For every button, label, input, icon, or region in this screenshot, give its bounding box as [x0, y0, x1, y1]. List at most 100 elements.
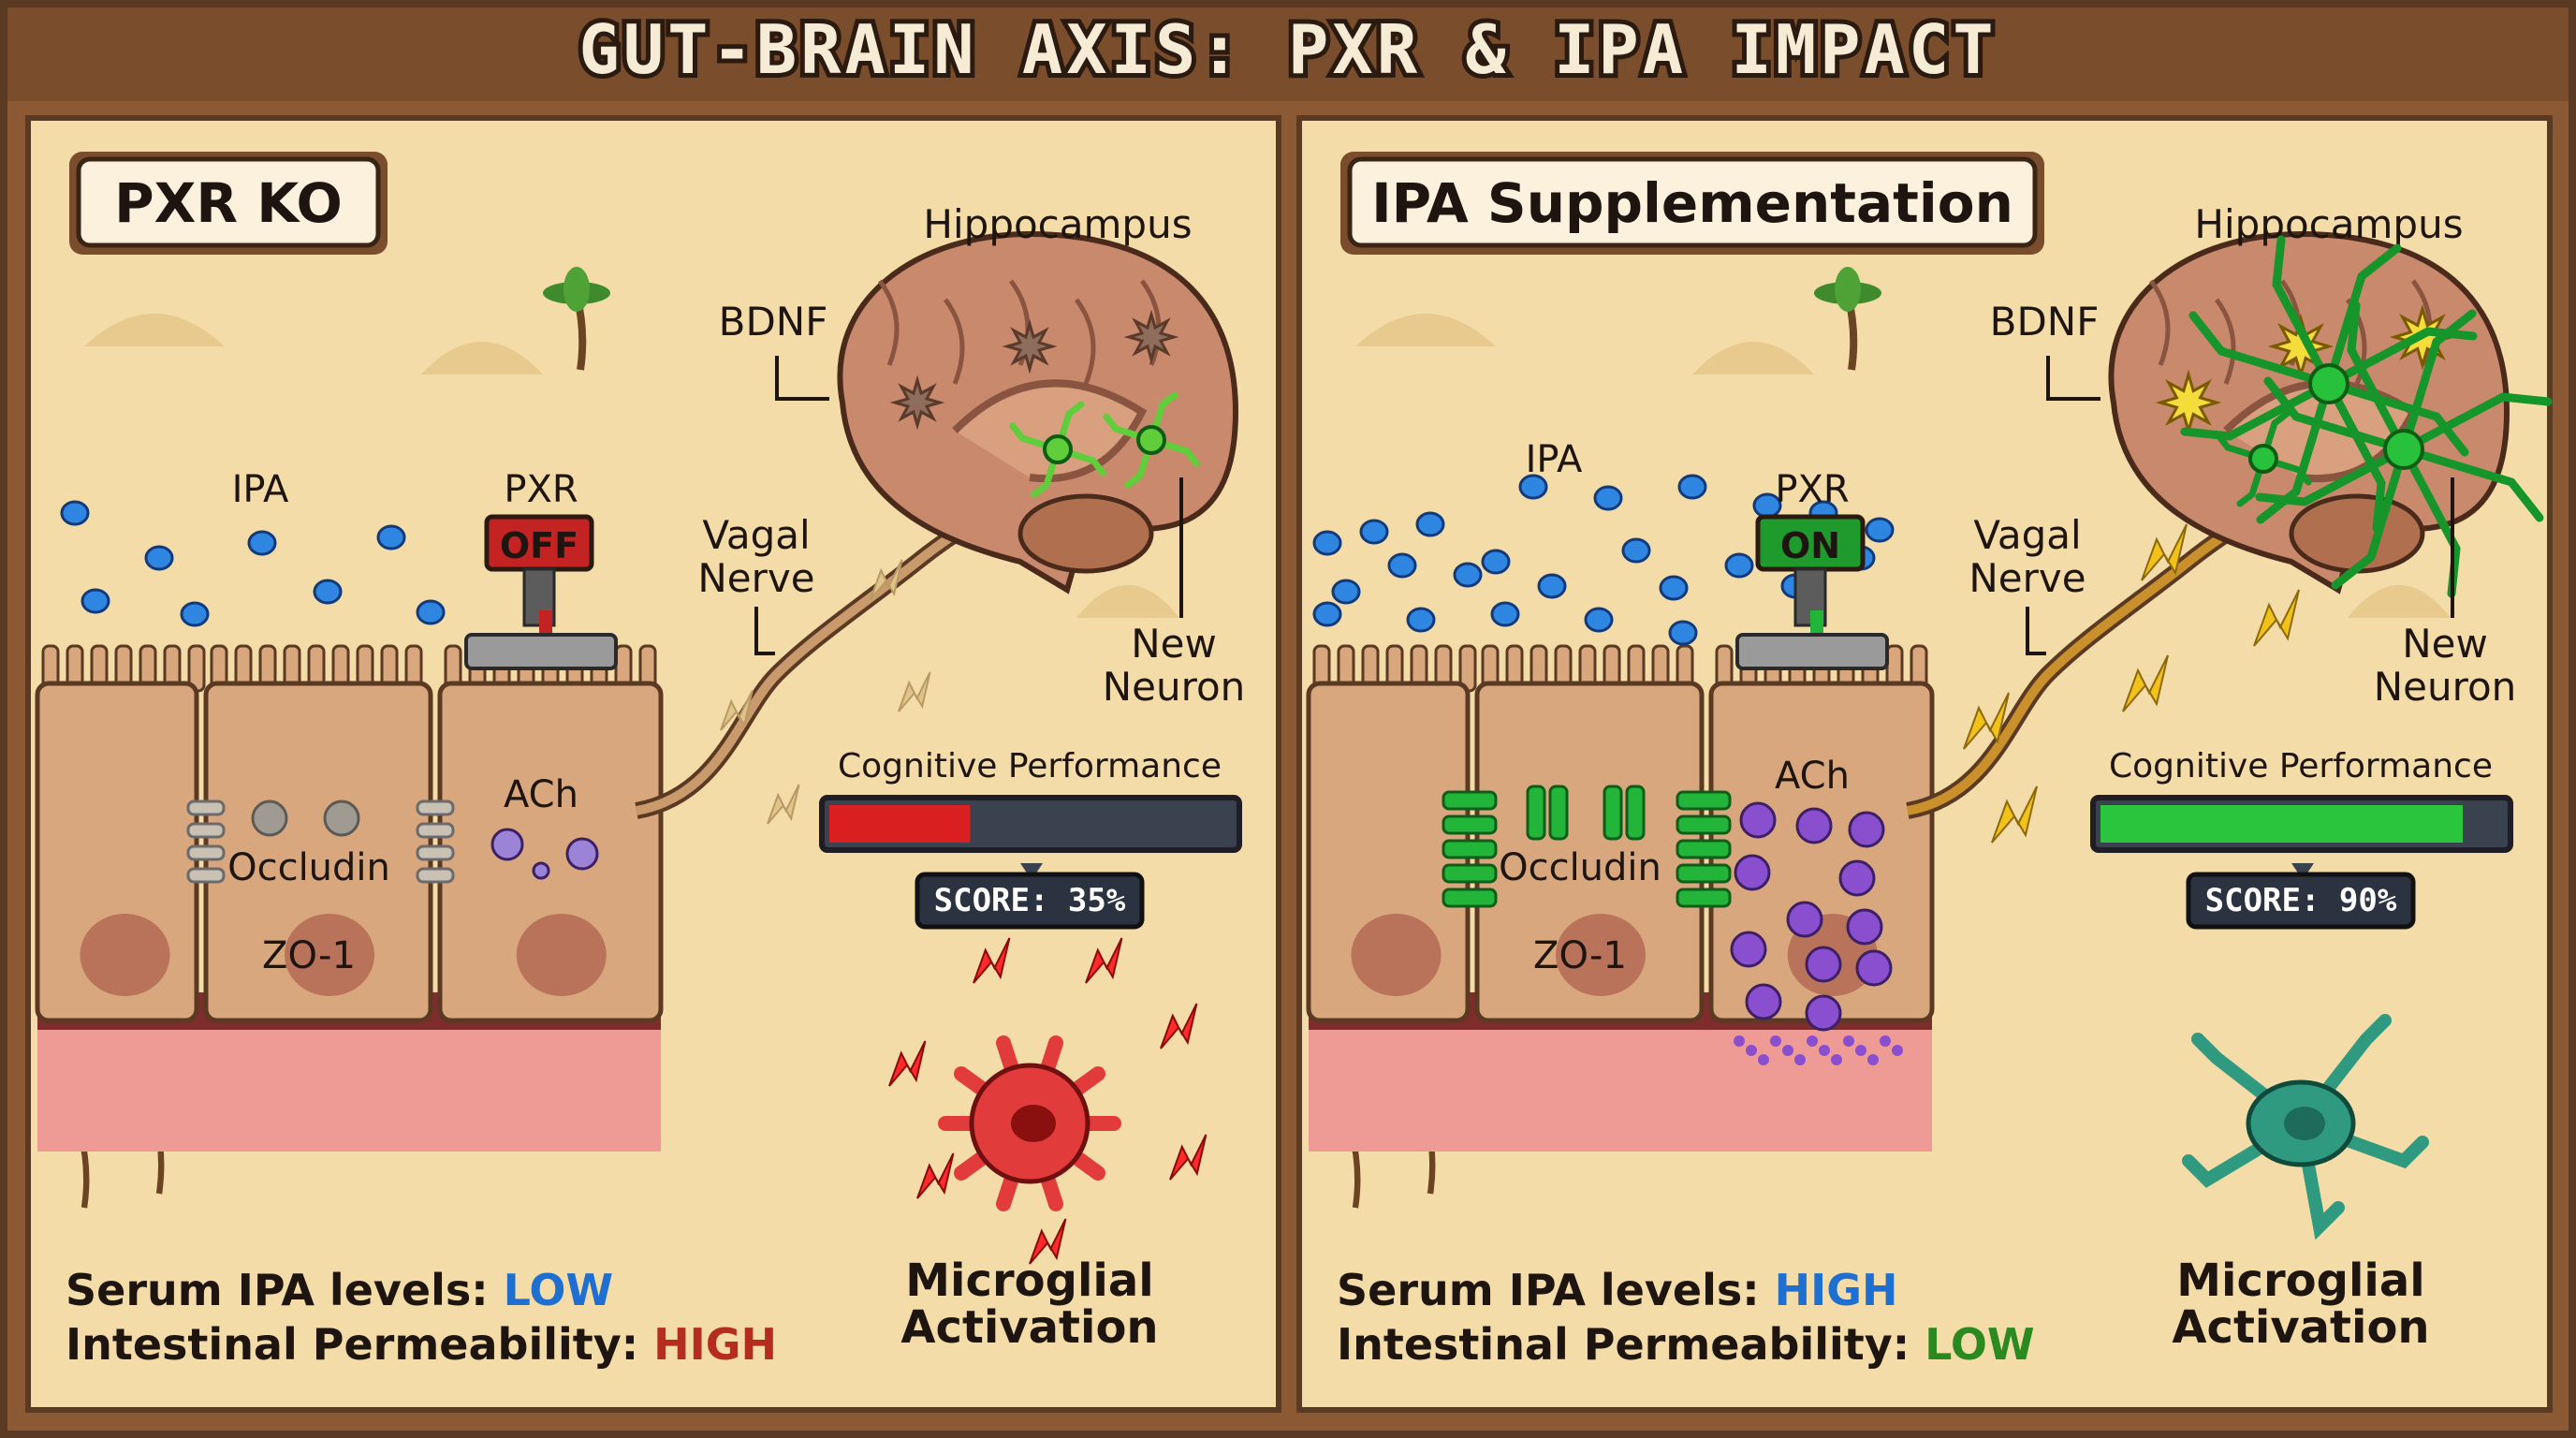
ipa-molecule [1668, 620, 1698, 646]
cell-nucleus [285, 914, 374, 996]
stat-value: HIGH [653, 1319, 777, 1370]
tight-junction-weak [416, 822, 455, 839]
tight-junction-strong [1676, 814, 1732, 835]
microglia-label-line1: Microglial [905, 1255, 1153, 1307]
ipa-molecule [1659, 575, 1689, 601]
occludin-protein [1526, 785, 1546, 841]
ipa-molecule [1312, 530, 1342, 556]
neuron-dendrite [2399, 445, 2544, 522]
neuron-body [2248, 444, 2278, 474]
tight-junction-strong [1442, 839, 1498, 859]
ach-release-dot [1831, 1054, 1842, 1065]
ipa-molecule [1865, 517, 1895, 543]
ach-release-dot [1758, 1054, 1769, 1065]
ach-vesicle [1805, 994, 1842, 1032]
ach-release-dot [1880, 1035, 1891, 1047]
ipa-molecule [1593, 485, 1623, 511]
ach-vesicle [1734, 854, 1771, 891]
tight-junction-weak [186, 822, 226, 839]
microglia-nucleus [1011, 1105, 1056, 1142]
tight-junction-weak [186, 844, 226, 861]
ach-release-dot [1746, 1045, 1757, 1056]
stat-label: Intestinal Permeability: [1337, 1319, 1925, 1370]
ipa-molecule [1724, 552, 1754, 579]
ipa-molecule [376, 524, 406, 550]
bdnf-star [2155, 369, 2222, 436]
cerebellum [1017, 493, 1154, 574]
hippocampus-label: Hippocampus [2194, 201, 2463, 247]
bdnf-star [1002, 318, 1058, 374]
score-box [915, 872, 1145, 930]
ipa-molecule [1406, 607, 1436, 633]
cell-nucleus [80, 914, 170, 996]
bdnf-star [1123, 309, 1179, 365]
tight-junction-strong [1676, 863, 1732, 884]
ach-release-dot [1770, 1035, 1781, 1047]
signal-bolt-icon [1963, 692, 2010, 750]
tight-junction-weak [186, 800, 226, 816]
sand-dune [421, 342, 543, 374]
cell-nucleus [1351, 914, 1442, 996]
ipa-molecule [1312, 601, 1342, 627]
inflammation-spark-icon [916, 1152, 955, 1199]
ach-release-dot [1734, 1035, 1745, 1047]
ach-release-dot [1855, 1045, 1866, 1056]
ipa-molecule [1490, 601, 1520, 627]
neuron-body [2308, 363, 2349, 404]
signal-bolt-icon [720, 690, 754, 731]
neuron-body [2383, 429, 2424, 470]
bdnf-star [889, 374, 945, 431]
new-neuron-label-line1: New [1131, 621, 1217, 667]
sand-dune [1355, 314, 1496, 346]
ipa-label: IPA [232, 468, 289, 511]
stat-line-1: Serum IPA levels: LOW [66, 1265, 613, 1315]
inflammation-spark-icon [888, 1040, 927, 1087]
inflammation-spark-icon [1085, 937, 1123, 984]
palm-tree-leaves [564, 267, 590, 312]
tight-junction-strong [1442, 888, 1498, 908]
heading-box [76, 156, 381, 248]
neuron-dendrite [2188, 311, 2334, 389]
microglia-label-line2: Activation [900, 1301, 1158, 1354]
pxr-switch-state: OFF [500, 525, 578, 566]
occludin-protein [1625, 785, 1646, 841]
ipa-molecule [180, 601, 210, 627]
brain-fold [1139, 279, 1162, 366]
signal-bolt-icon [1991, 785, 2038, 844]
stat-label: Serum IPA levels: [1337, 1265, 1775, 1315]
brain-fold [943, 298, 965, 385]
neuron-dendrite [2324, 379, 2386, 533]
ipa-molecule [144, 545, 174, 571]
signal-bolt-icon [767, 784, 800, 825]
neuron-dendrite [2255, 445, 2408, 506]
ipa-molecule [1677, 474, 1707, 500]
ipa-molecule [1453, 562, 1483, 588]
inflammation-spark-icon [1169, 1134, 1208, 1181]
vagal-leader-line [754, 607, 775, 655]
occludin-label: Occludin [227, 846, 390, 889]
cell-nucleus [516, 914, 607, 996]
score-pointer [2291, 863, 2314, 880]
zo1-label: ZO-1 [1533, 934, 1627, 977]
neuron-dendrite [2180, 379, 2334, 441]
microglia-nucleus [2284, 1107, 2325, 1140]
lamina-propria [37, 1020, 661, 1152]
pxr-label: PXR [1775, 468, 1849, 511]
bdnf-label: BDNF [1990, 299, 2100, 345]
heading-box [1347, 156, 2038, 248]
tight-junction-weak [186, 867, 226, 884]
ach-vesicle [1838, 859, 1876, 897]
sand-dune [1692, 342, 1814, 374]
hippocampus-region [952, 379, 1148, 483]
neuron-dendrite [2272, 235, 2334, 389]
cognitive-label: Cognitive Performance [838, 747, 1222, 785]
vagal-label-line1: Vagal [1973, 512, 2081, 558]
ach-vesicle [1795, 807, 1833, 844]
tight-junction-strong [1676, 888, 1732, 908]
panel-ipa-supplementation: IPA SupplementationOccludinZO-1AChIPAPXR… [1296, 115, 2553, 1413]
pxr-switch-knob [539, 610, 552, 638]
tight-junction-weak [416, 844, 455, 861]
vagal-label-line1: Vagal [702, 512, 810, 558]
tight-junction-strong [1676, 839, 1732, 859]
